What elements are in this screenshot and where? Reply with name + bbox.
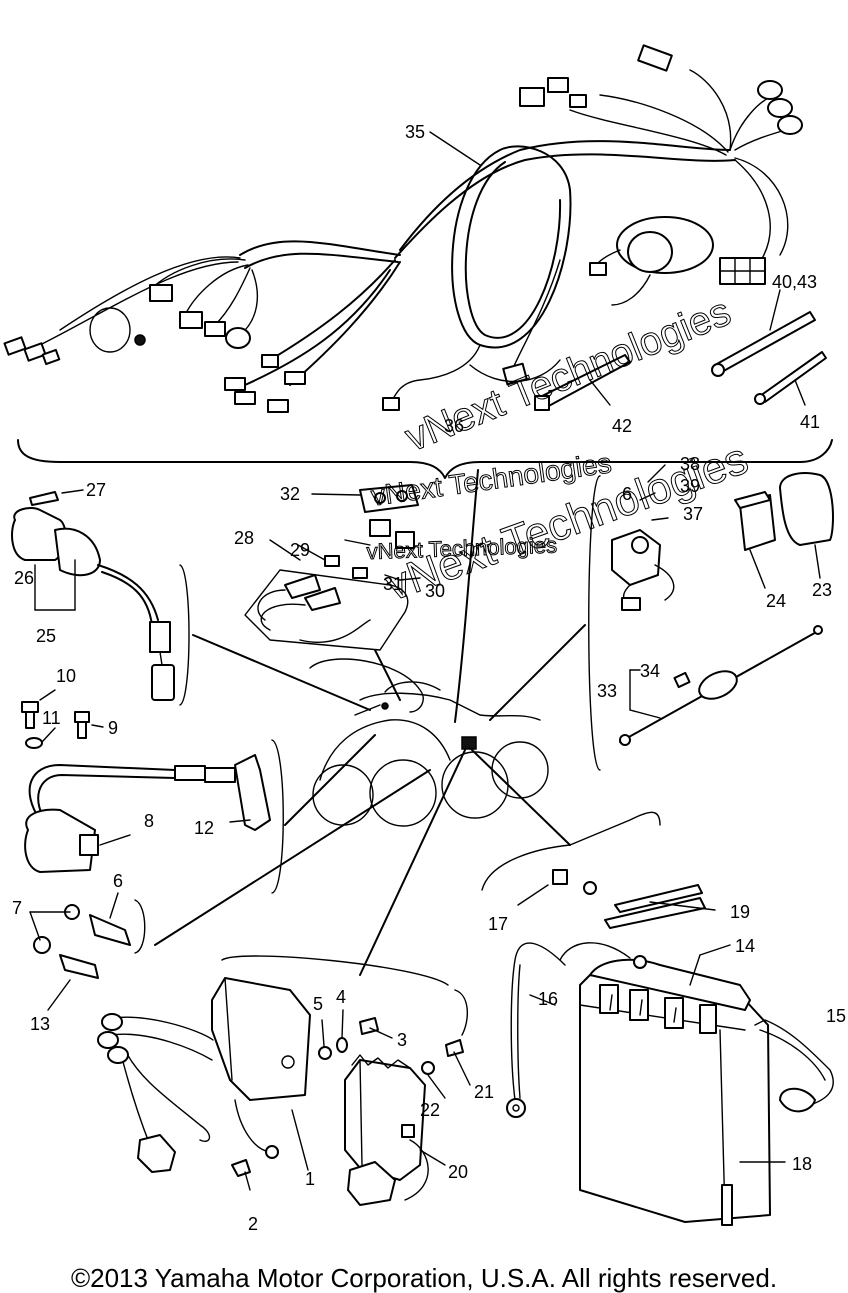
- part-label: 23: [812, 580, 832, 600]
- part-label: 2: [248, 1214, 258, 1234]
- part-label: 7: [12, 898, 22, 918]
- cable-ties: [534, 289, 827, 411]
- part-label: 37: [683, 504, 703, 524]
- part-label: 20: [448, 1162, 468, 1182]
- part-label: 11: [42, 708, 61, 728]
- part-label: 5: [313, 994, 323, 1014]
- bolts-10-11-9: [21, 689, 104, 749]
- part-label: 9: [108, 718, 118, 738]
- part-label: 19: [730, 902, 750, 922]
- part-label: 6: [113, 871, 123, 891]
- part-label: 16: [538, 989, 558, 1009]
- part-label: 13: [30, 1014, 50, 1034]
- part-label: 1: [305, 1169, 315, 1189]
- part-label: 38: [680, 454, 700, 474]
- switch-parts: [29, 892, 146, 1011]
- wire-harness: [3, 44, 803, 413]
- part-label: 39: [680, 476, 700, 496]
- part-label: 30: [425, 581, 445, 601]
- part-label: 32: [280, 484, 300, 504]
- part-label: 22: [420, 1100, 440, 1120]
- bike-silhouette: [312, 681, 549, 827]
- part-label: 41: [800, 412, 820, 432]
- part-labels: 35 40,43 42 41 36 27 26 25 32 28 29 31 3…: [12, 122, 846, 1234]
- battery-assembly: [481, 811, 834, 1226]
- part-label: 4: [336, 987, 346, 1007]
- cdi-assembly: [97, 955, 471, 1206]
- copyright-notice: ©2013 Yamaha Motor Corporation, U.S.A. A…: [70, 1263, 778, 1293]
- part-label: 26: [14, 568, 34, 588]
- part-label: 40,43: [772, 272, 817, 292]
- part-label: 18: [792, 1154, 812, 1174]
- pointer-lines: [154, 469, 586, 976]
- part-label: 25: [36, 626, 56, 646]
- part-label: 33: [597, 681, 617, 701]
- watermark: vNext Technologies vNext Technologies vN…: [366, 289, 755, 611]
- part-label: 42: [612, 416, 632, 436]
- plug-cap-assembly: [11, 489, 190, 706]
- part-label: 12: [194, 818, 214, 838]
- part-label: 29: [290, 540, 310, 560]
- part-label: 24: [766, 591, 786, 611]
- part-label: 28: [234, 528, 254, 548]
- ignition-coil: [24, 739, 284, 894]
- part-label: 31: [383, 574, 403, 594]
- part-label: 14: [735, 936, 755, 956]
- part-label: 34: [640, 661, 660, 681]
- part-label: 3: [397, 1030, 407, 1050]
- part-label: 35: [405, 122, 425, 142]
- part-label: 15: [826, 1006, 846, 1026]
- part-label: 10: [56, 666, 76, 686]
- right-relays: [588, 464, 834, 771]
- part-label: 8: [144, 811, 154, 831]
- part-label: 6: [622, 484, 632, 504]
- part-label: 17: [488, 914, 508, 934]
- part-label: 27: [86, 480, 106, 500]
- part-label: 36: [444, 416, 464, 436]
- harness-bracket: [17, 439, 833, 479]
- relay-assembly: [244, 484, 424, 713]
- part-label: 21: [474, 1082, 494, 1102]
